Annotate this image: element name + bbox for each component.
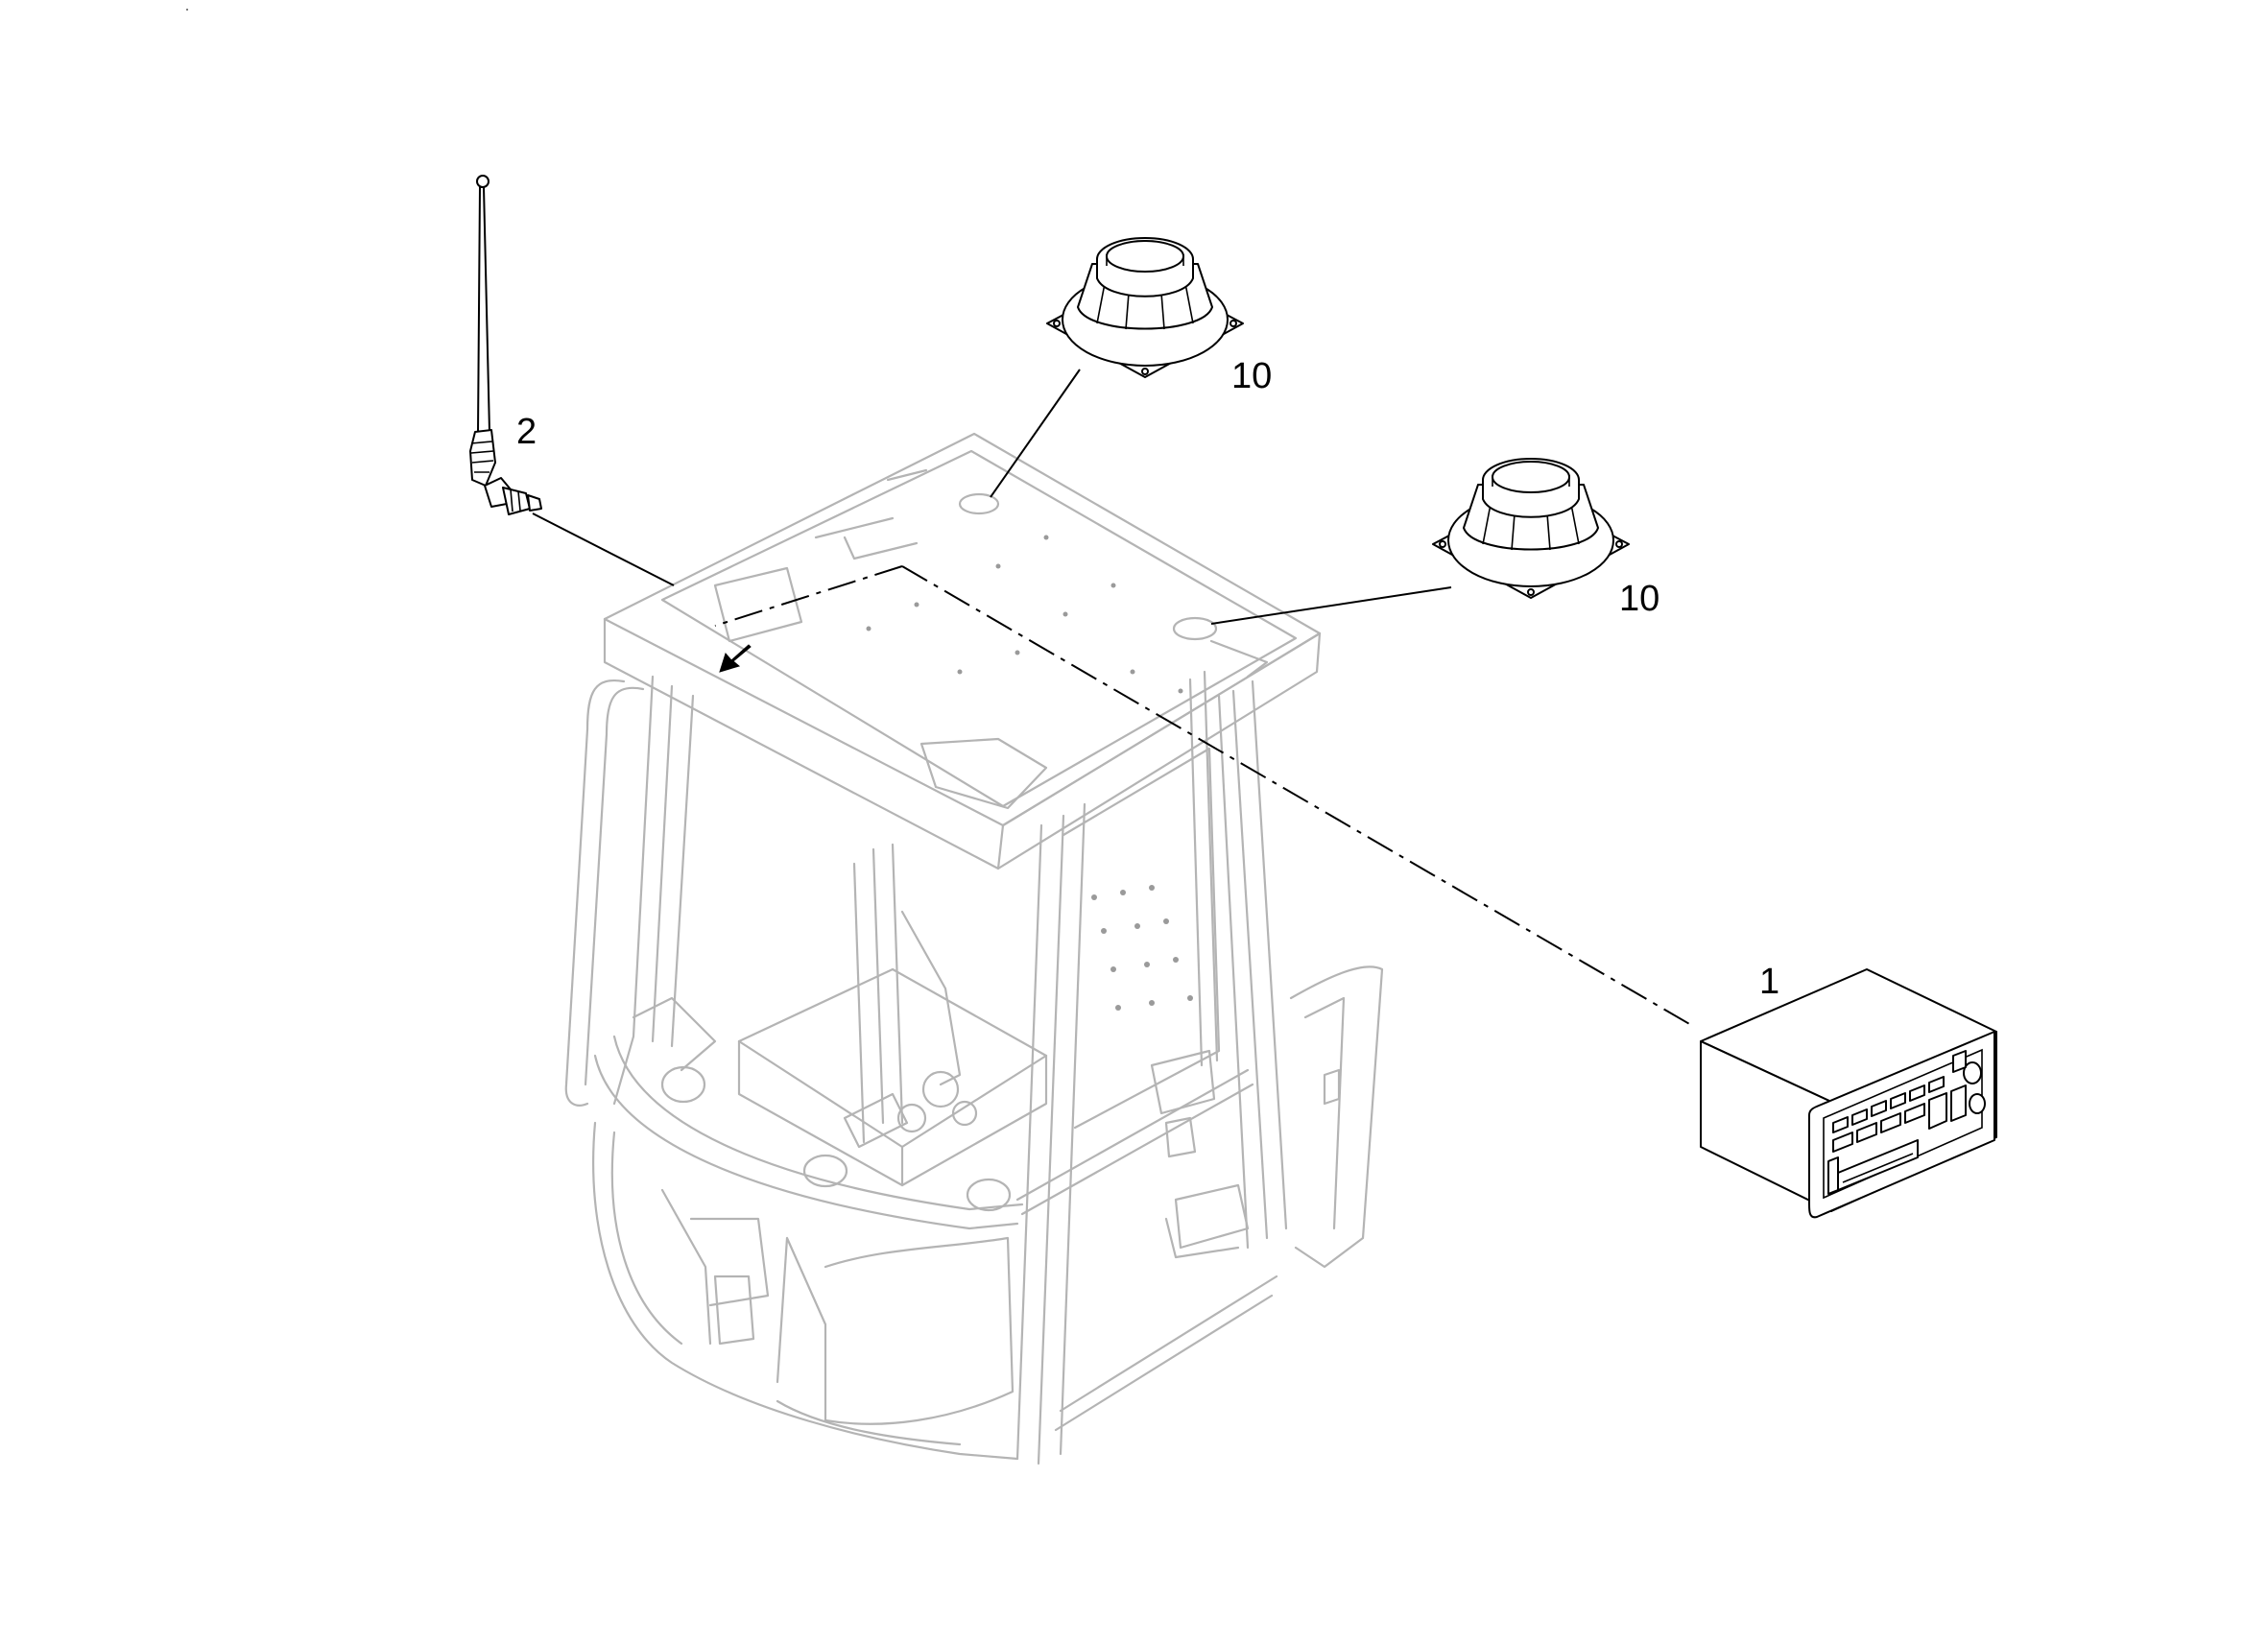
cab-rear-panel — [1289, 965, 1384, 1269]
callout-antenna: 2 — [516, 412, 537, 452]
speaker-front-leader-line — [1210, 586, 1452, 625]
speaker-rear-leader-line — [990, 369, 1081, 498]
cab-post-front-right — [1015, 802, 1086, 1465]
mount-arrow-icon — [719, 644, 752, 673]
speaker-rear-part — [1046, 237, 1244, 378]
cab-post-front-left — [612, 675, 695, 1106]
operator-cab — [564, 432, 1384, 1465]
scan-dot — [186, 9, 188, 11]
antenna-leader-line — [532, 512, 675, 586]
radio-unit-part — [1700, 968, 1997, 1219]
callout-speaker-rear: 10 — [1231, 356, 1272, 396]
callout-speaker-front: 10 — [1619, 579, 1659, 619]
roof-rivets — [866, 535, 1183, 694]
cab-post-rear-right — [1217, 679, 1288, 1250]
radio-volume-knob — [1963, 1061, 1982, 1084]
antenna-part — [469, 175, 542, 515]
radio-buttons — [1832, 1076, 1967, 1153]
speaker-front-part — [1432, 458, 1630, 599]
rear-wall-rivets — [1091, 885, 1193, 1011]
callout-radio: 1 — [1759, 962, 1779, 1002]
cab-grab-handle — [564, 679, 626, 1107]
roof-speaker-hole-rear — [958, 492, 1000, 515]
cab-dashboard — [612, 1035, 1024, 1211]
cab-lower-body — [592, 1121, 1019, 1461]
roof-speaker-hole-front — [1172, 616, 1218, 641]
radio-tuning-knob — [1969, 1093, 1986, 1114]
radio-dashed-leader — [714, 565, 1692, 1026]
